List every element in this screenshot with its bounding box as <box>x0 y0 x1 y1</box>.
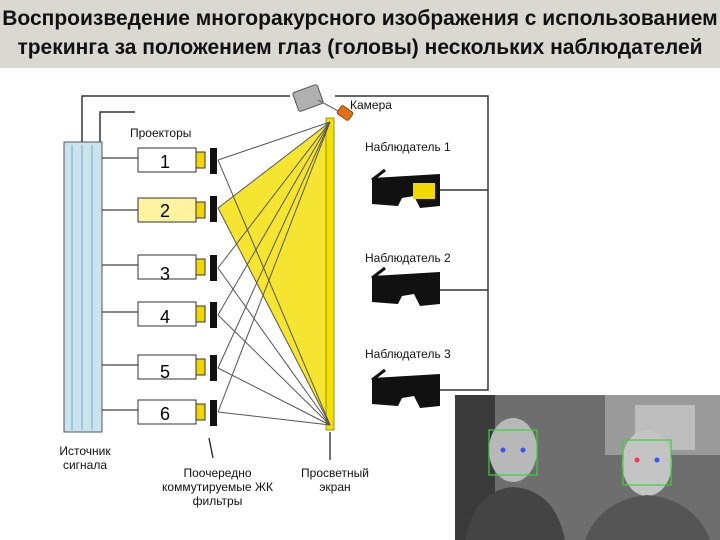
title-bar <box>0 0 720 68</box>
face-tracking-scene <box>455 395 720 540</box>
page-title: Воспроизведение многоракурсного изображе… <box>2 7 718 59</box>
projection-screen <box>325 117 335 431</box>
label-pointers <box>208 432 331 460</box>
camera-icon <box>292 84 354 121</box>
glasses-icon-observer-2 <box>371 266 440 306</box>
signal-source-label: Источник сигнала <box>59 444 111 472</box>
face-box-2 <box>622 439 672 486</box>
projector-number-5: 5 <box>160 362 171 382</box>
glasses-icon-observer-3 <box>371 368 440 408</box>
lcd-filters-label: Поочередно коммутируемые ЖК фильтры <box>162 466 273 508</box>
signal-source-block <box>63 141 103 433</box>
face-tracking-photo <box>455 395 720 540</box>
projector-1 <box>137 147 197 173</box>
glasses-icon-observer-1 <box>371 168 440 208</box>
observer-3-label: Наблюдатель 3 <box>365 347 451 361</box>
lcd-filters <box>210 148 217 426</box>
ray-lines <box>217 121 331 426</box>
projector-wires <box>102 157 138 411</box>
screen-label: Просветный экран <box>301 466 369 494</box>
camera-label: Камера <box>350 98 392 112</box>
projector-number-2: 2 <box>160 201 171 221</box>
observer-1-label: Наблюдатель 1 <box>365 140 451 154</box>
wiring <box>81 95 489 391</box>
projector-5 <box>137 354 197 380</box>
projector-3 <box>137 254 197 280</box>
observer-2-label: Наблюдатель 2 <box>365 251 451 265</box>
projector-number-3: 3 <box>160 264 171 284</box>
projector-number-1: 1 <box>160 152 171 172</box>
projectors-group <box>137 147 197 425</box>
projector-lenses <box>195 151 206 421</box>
projector-number-4: 4 <box>160 307 171 327</box>
projector-number-6: 6 <box>160 404 171 424</box>
face-box-1 <box>488 429 538 476</box>
source-block-texture <box>71 145 93 430</box>
light-cone <box>218 122 330 425</box>
projectors-label: Проекторы <box>130 126 192 140</box>
